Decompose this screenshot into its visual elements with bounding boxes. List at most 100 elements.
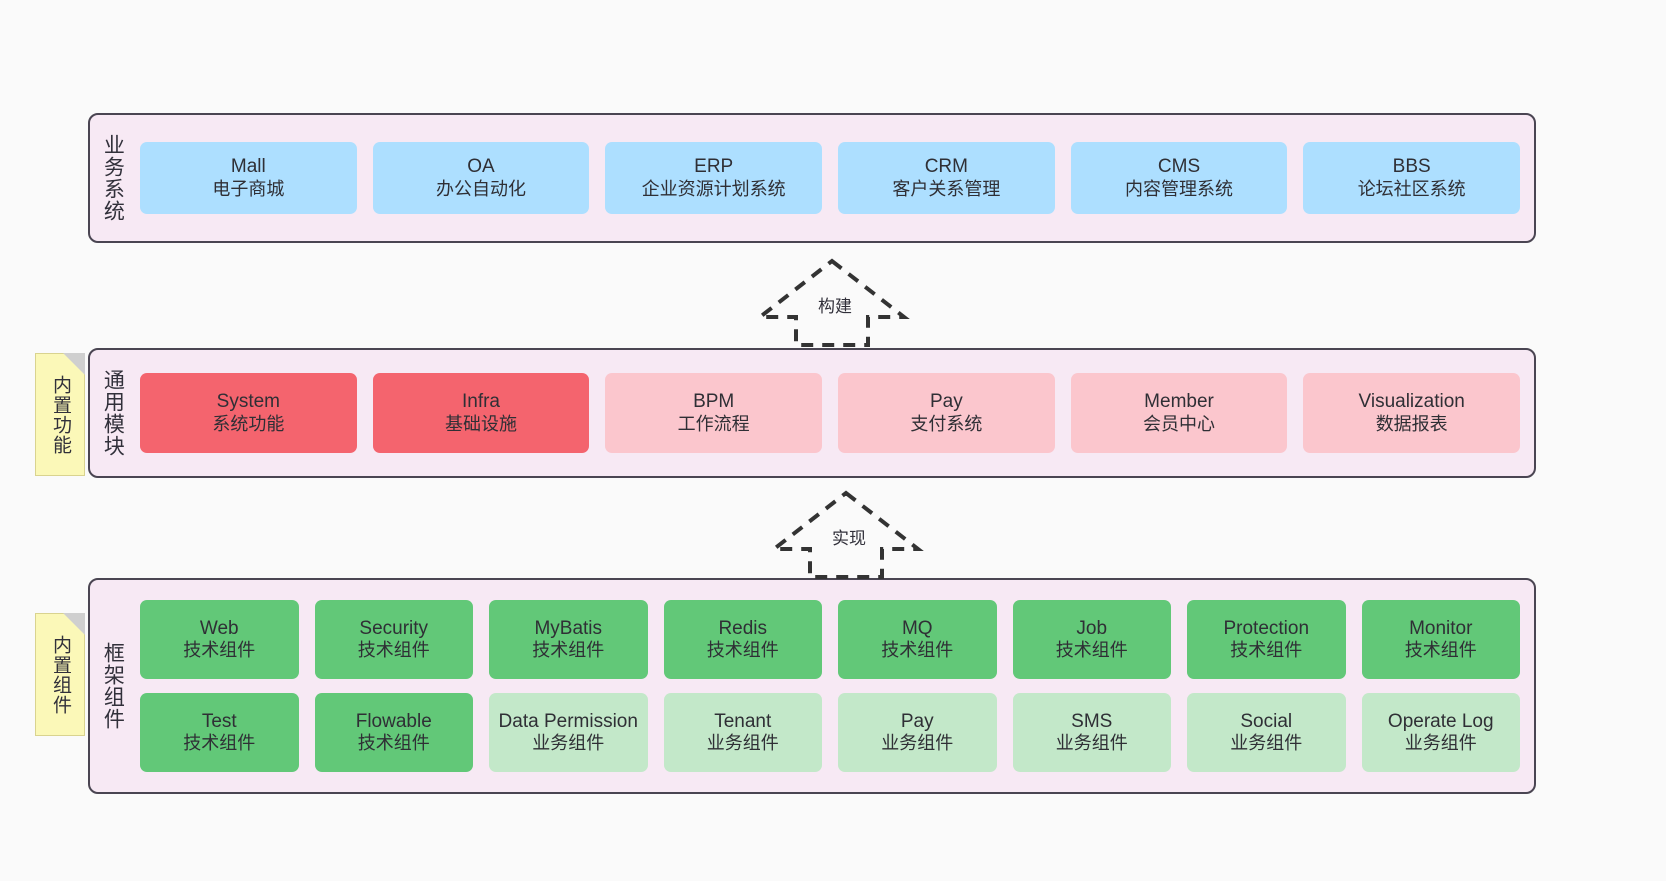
node-label-en: Redis [718,617,768,639]
node-operate-log[interactable]: Operate Log 业务组件 [1361,693,1520,772]
sticky-note-label: 内置组件 [50,634,72,715]
node-label-en: System [216,391,281,413]
node-label-en: Security [359,617,429,639]
node-label-cn: 技术组件 [357,640,430,661]
node-erp[interactable]: ERP 企业资源计划系统 [605,142,823,214]
node-label-en: OA [467,156,495,178]
node-member[interactable]: Member 会员中心 [1070,373,1288,453]
node-data-permission[interactable]: Data Permission 业务组件 [489,693,648,772]
layer-body-business-system: Mall 电子商城 OA 办公自动化 ERP 企业资源计划系统 CRM 客户关系… [134,115,1534,241]
node-label-en: Visualization [1358,391,1465,413]
layer-body-framework-component: Web 技术组件 Security 技术组件 MyBatis 技术组件 Redi… [134,580,1534,792]
node-label-cn: 工作流程 [677,413,750,434]
node-infra[interactable]: Infra 基础设施 [372,373,590,453]
node-label-cn: 业务组件 [1055,733,1128,754]
sticky-note-builtin-component[interactable]: 内置组件 [35,613,85,736]
node-label-cn: 技术组件 [532,640,605,661]
node-label-cn: 技术组件 [1404,640,1477,661]
node-label-cn: 技术组件 [1230,640,1303,661]
node-label-cn: 办公自动化 [436,178,526,199]
node-monitor[interactable]: Monitor 技术组件 [1361,600,1520,679]
node-oa[interactable]: OA 办公自动化 [372,142,590,214]
node-label-cn: 基础设施 [445,413,517,434]
node-label-en: BBS [1392,156,1431,178]
node-mall[interactable]: Mall 电子商城 [140,142,357,214]
node-bbs[interactable]: BBS 论坛社区系统 [1303,142,1521,214]
node-label-en: Protection [1223,617,1310,639]
sticky-note-builtin-function[interactable]: 内置功能 [35,353,85,476]
node-label-en: ERP [694,156,734,178]
node-label-en: Social [1240,710,1293,732]
node-crm[interactable]: CRM 客户关系管理 [838,142,1055,214]
node-tenant[interactable]: Tenant 业务组件 [663,693,822,772]
layer-row: Mall 电子商城 OA 办公自动化 ERP 企业资源计划系统 CRM 客户关系… [140,142,1521,214]
layer-title-framework-component: 框架组件 [101,642,125,730]
node-label-en: Flowable [355,710,432,732]
layer-body-common-module: System 系统功能 Infra 基础设施 BPM 工作流程 Pay 支付系统… [134,350,1534,476]
node-system[interactable]: System 系统功能 [140,373,357,453]
node-label-en: SMS [1071,710,1113,732]
node-label-cn: 技术组件 [881,640,954,661]
node-label-en: CMS [1157,156,1201,178]
node-label-cn: 内容管理系统 [1125,178,1234,199]
node-label-en: BPM [693,391,735,413]
node-pay-business[interactable]: Pay 业务组件 [838,693,997,772]
node-label-cn: 数据报表 [1375,413,1448,434]
node-label-cn: 技术组件 [706,640,779,661]
node-visualization[interactable]: Visualization 数据报表 [1303,373,1521,453]
node-web[interactable]: Web 技术组件 [140,600,299,679]
node-label-en: Web [199,617,239,639]
node-label-en: Mall [230,156,266,178]
node-test[interactable]: Test 技术组件 [140,693,299,772]
node-label-cn: 技术组件 [183,640,256,661]
node-label-en: Job [1076,617,1108,639]
node-label-en: Pay [929,391,963,413]
node-label-en: Member [1144,391,1214,413]
node-label-cn: 客户关系管理 [892,178,1001,199]
node-pay[interactable]: Pay 支付系统 [838,373,1055,453]
page-fold-icon [63,353,85,375]
node-label-cn: 业务组件 [881,733,954,754]
connector-build-arrow [754,258,910,347]
node-job[interactable]: Job 技术组件 [1012,600,1171,679]
node-label-cn: 支付系统 [910,413,983,434]
layer-title-common-module: 通用模块 [101,369,125,457]
node-bpm[interactable]: BPM 工作流程 [605,373,823,453]
node-sms[interactable]: SMS 业务组件 [1012,693,1171,772]
node-mq[interactable]: MQ 技术组件 [838,600,997,679]
layer-business-system[interactable]: 业务系统 Mall 电子商城 OA 办公自动化 ERP 企业资源计划系统 CRM… [88,113,1536,243]
node-mybatis[interactable]: MyBatis 技术组件 [489,600,648,679]
layer-common-module[interactable]: 通用模块 System 系统功能 Infra 基础设施 BPM 工作流程 Pay… [88,348,1536,478]
node-label-cn: 业务组件 [706,733,779,754]
node-label-en: Infra [461,391,501,413]
node-label-cn: 业务组件 [1230,733,1303,754]
node-label-cn: 技术组件 [183,733,256,754]
layer-row: Web 技术组件 Security 技术组件 MyBatis 技术组件 Redi… [140,600,1520,679]
node-label-en: MQ [901,617,933,639]
node-label-cn: 会员中心 [1143,413,1216,434]
connector-implement-arrow [768,490,924,579]
node-label-en: Test [201,710,237,732]
node-protection[interactable]: Protection 技术组件 [1187,600,1346,679]
node-label-en: Tenant [714,710,772,732]
node-security[interactable]: Security 技术组件 [314,600,473,679]
connector-label-implement: 实现 [831,524,867,549]
sticky-note-label: 内置功能 [50,374,72,455]
node-social[interactable]: Social 业务组件 [1187,693,1346,772]
layer-row: System 系统功能 Infra 基础设施 BPM 工作流程 Pay 支付系统… [140,373,1521,453]
implement-arrow-outline [768,490,924,579]
node-label-en: Monitor [1409,617,1473,639]
connector-label-build: 构建 [817,292,853,317]
node-label-cn: 业务组件 [1404,733,1477,754]
node-label-en: MyBatis [534,617,603,639]
node-cms[interactable]: CMS 内容管理系统 [1070,142,1288,214]
node-redis[interactable]: Redis 技术组件 [663,600,822,679]
layer-framework-component[interactable]: 框架组件 Web 技术组件 Security 技术组件 MyBatis 技术组件… [88,578,1536,794]
node-label-cn: 业务组件 [532,733,605,754]
build-arrow-outline [754,258,910,347]
node-flowable[interactable]: Flowable 技术组件 [314,693,473,772]
node-label-en: Data Permission [498,710,638,732]
node-label-cn: 企业资源计划系统 [641,178,786,199]
layer-row: Test 技术组件 Flowable 技术组件 Data Permission … [140,693,1520,772]
